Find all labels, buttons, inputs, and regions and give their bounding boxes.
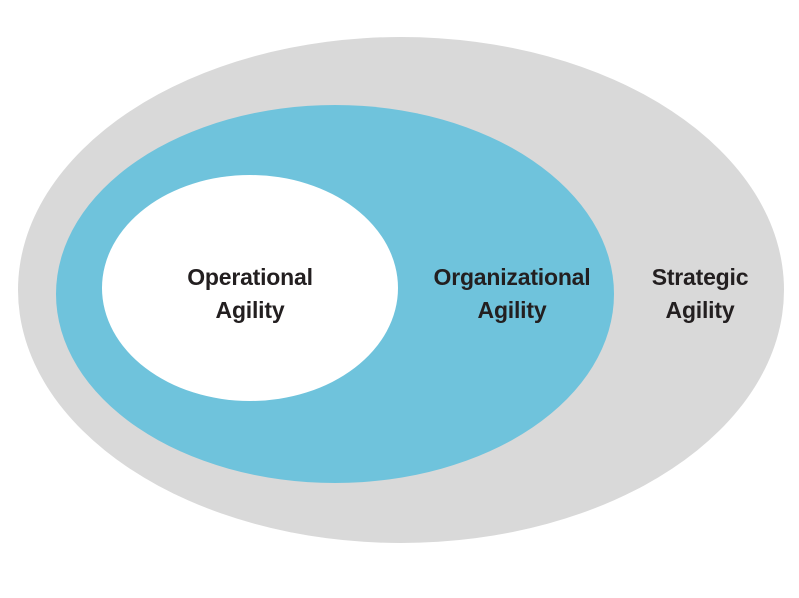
strategic-agility-label-line1: Strategic <box>651 264 749 290</box>
strategic-agility-label-line2: Agility <box>665 297 735 323</box>
organizational-agility-label-line1: Organizational <box>433 264 591 290</box>
operational-agility-label-line1: Operational <box>187 264 313 290</box>
operational-agility-label-line2: Agility <box>215 297 285 323</box>
operational-agility-label: Operational Agility <box>100 261 400 327</box>
strategic-agility-label: Strategic Agility <box>610 261 790 327</box>
organizational-agility-label: Organizational Agility <box>392 261 632 327</box>
operational-agility-ellipse[interactable] <box>102 175 398 401</box>
organizational-agility-label-line2: Agility <box>477 297 547 323</box>
